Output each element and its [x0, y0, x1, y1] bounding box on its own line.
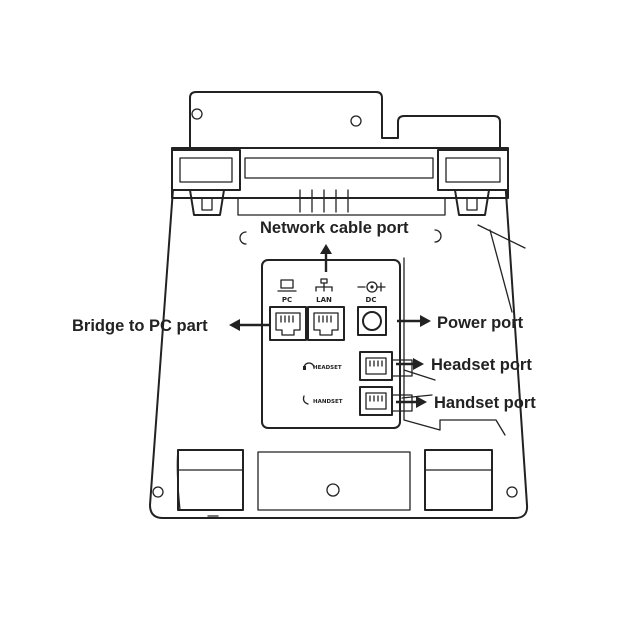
- handset-cord: [477, 224, 526, 249]
- hinge-right: [437, 149, 509, 191]
- handset-cord: [489, 229, 513, 313]
- callout-power-port: Power port: [437, 314, 524, 332]
- screw-top-left: [191, 108, 203, 120]
- callout-network-cable-port: Network cable port: [260, 219, 409, 237]
- latch-left-tab: [201, 197, 213, 211]
- hinge-right-detail: [445, 157, 501, 183]
- foot-right: [424, 449, 493, 511]
- body-arc-left: [239, 231, 247, 245]
- body-outline: [149, 147, 529, 519]
- lan-icon: [315, 278, 333, 292]
- port-panel-groove: [403, 257, 506, 436]
- callout-headset-port: Headset port: [431, 356, 532, 374]
- pc-port: [269, 306, 307, 341]
- stand-top-outline: [189, 91, 501, 149]
- dc-port: [357, 306, 387, 336]
- arrow-headset: [396, 358, 424, 370]
- callout-handset-port: Handset port: [434, 394, 536, 412]
- headset-port-label: HEADSET: [313, 365, 342, 371]
- pc-port-label: PC: [282, 296, 292, 304]
- latch-left: [189, 189, 225, 216]
- hinge-left-detail: [179, 157, 233, 183]
- headset-icon: [303, 362, 315, 370]
- latch-right-tab: [466, 197, 478, 211]
- body-arc-right: [434, 229, 442, 243]
- screw-top-right: [350, 115, 362, 127]
- bottom-screw: [326, 483, 340, 497]
- foot-left: [176, 449, 244, 511]
- port-panel: [261, 259, 401, 429]
- lan-port: [307, 306, 345, 341]
- arrow-network-cable: [320, 244, 332, 272]
- screw-bottom-right: [506, 486, 518, 498]
- dc-polarity-icon: [357, 281, 386, 293]
- arrow-handset: [396, 396, 427, 408]
- pc-icon: [277, 279, 297, 292]
- handset-jack: [359, 386, 393, 416]
- arrow-power: [397, 315, 431, 327]
- screw-bottom-left: [152, 486, 164, 498]
- handset-port-label: HANDSET: [313, 399, 343, 405]
- bottom-recess: [257, 451, 411, 511]
- headset-jack: [359, 351, 393, 381]
- handset-icon: [302, 395, 309, 405]
- hinge-inner: [244, 157, 434, 179]
- callout-bridge-to-pc: Bridge to PC part: [72, 317, 208, 335]
- lan-port-label: LAN: [316, 296, 332, 304]
- dc-port-label: DC: [366, 296, 377, 304]
- hinge-left: [171, 149, 241, 191]
- headset-plug: [391, 359, 436, 381]
- arrow-bridge-to-pc: [229, 319, 270, 331]
- cable-channel: [237, 197, 446, 216]
- latch-right: [454, 189, 490, 216]
